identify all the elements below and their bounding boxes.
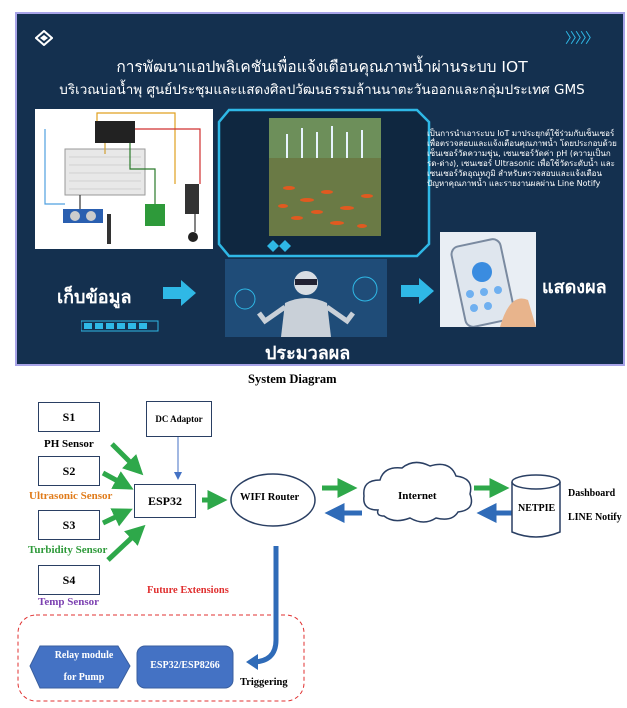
esp-extension-shape [136,645,234,689]
circuit-wiring-image [35,109,213,249]
poster-title-line1: การพัฒนาแอปพลิเคชันเพื่อแจ้งเตือนคุณภาพน… [116,58,528,76]
relay-line1: Relay module [54,650,114,661]
step-collect-label: เก็บข้อมูล [57,287,132,308]
esp32-box: ESP32 [134,484,196,518]
output-dashboard: Dashboard [568,488,616,499]
logo-icon [35,30,53,46]
step-display-label: แสดงผล [542,277,607,298]
future-extensions-region [17,614,305,702]
project-poster: 〉〉〉〉〉 การพัฒนาแอปพลิเคชันเพื่อแจ้งเตือนค… [15,12,625,366]
relay-module-shape [29,645,131,689]
arrow-right-icon [401,278,434,304]
arrow-s4-esp32 [106,524,146,562]
relay-line2: for Pump [63,672,105,683]
arrow-s2-esp32 [101,470,134,490]
arrow-s3-esp32 [101,508,133,527]
triggering-label: Triggering [240,677,288,688]
wifi-router-label: WIFI Router [240,492,300,503]
sensor-label-ultrasonic: Ultrasonic Sensor [29,490,113,502]
fountain-photo-frame [217,108,431,258]
arrow-s1-esp32 [110,442,144,476]
robot-image [225,259,387,337]
poster-title-line2: บริเวณบ่อน้ำพุ ศูนย์ประชุมและแสดงศิลปวัฒ… [59,82,585,98]
step-process-label: ประมวลผล [265,343,351,364]
arrow-right-icon [163,280,196,306]
netpie-cylinder [511,482,561,538]
diagram-title: System Diagram [248,372,337,386]
sensor-box-s1: S1 [38,402,100,432]
output-line-notify: LINE Notify [568,512,622,523]
dc-adaptor-box: DC Adaptor [146,401,212,437]
sensor-label-temp: Temp Sensor [38,596,100,608]
poster-description: เป็นการนำเอาระบบ IoT มาประยุกต์ใช้ร่วมกั… [427,129,617,188]
chevrons-decoration-icon: 〉〉〉〉〉 [565,31,599,47]
sensor-box-s3: S3 [38,510,100,540]
internet-label: Internet [398,490,437,502]
progress-bar-decoration [81,320,159,332]
wifi-router-oval [230,473,316,527]
future-extensions-label: Future Extensions [147,585,229,596]
phone-app-image [440,232,536,327]
arrow-triggering [251,546,279,665]
sensor-box-s4: S4 [38,565,100,595]
sensor-label-turbidity: Turbidity Sensor [28,544,108,556]
esp-extension-label: ESP32/ESP8266 [150,660,220,671]
sensor-label-ph: PH Sensor [44,438,94,450]
sensor-box-s2: S2 [38,456,100,486]
internet-cloud [363,461,473,523]
netpie-label: NETPIE [518,503,556,514]
